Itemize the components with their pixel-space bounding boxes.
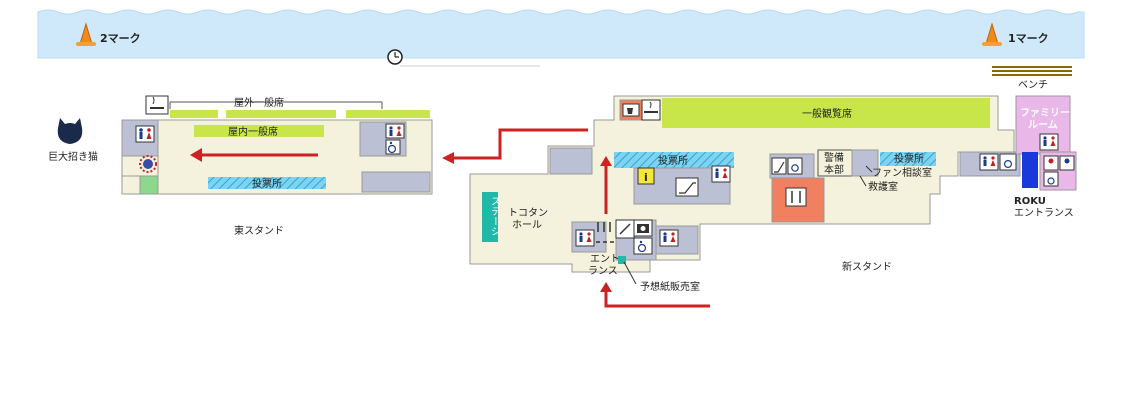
mark-2-label: 2マーク: [100, 32, 141, 45]
new-stand: 一般観覧席 ステージ トコタン ホール 投票所 i: [469, 95, 1077, 293]
cat-icon: [57, 118, 83, 144]
smoking-room: [145, 95, 169, 115]
nursing-icon: [1059, 155, 1075, 171]
first-aid-label: 救護室: [868, 180, 898, 193]
restroom-icon: [575, 229, 595, 247]
wheelchair-icon: [1043, 171, 1059, 187]
general-seats-label: 一般観覧席: [802, 107, 852, 120]
wheelchair-icon: [999, 153, 1017, 171]
restroom-icon: [1039, 133, 1059, 151]
restaurant-icon: [785, 187, 807, 207]
wheelchair-icon: [787, 157, 803, 175]
indoor-seats-label: 屋内一般席: [228, 125, 278, 138]
family-room-label-2: ルーム: [1028, 119, 1058, 131]
center-betting-label: 投票所: [658, 154, 688, 167]
restroom-icon: [135, 125, 155, 143]
escalator-icon: [675, 177, 699, 197]
cat-statue-marker-icon: [139, 155, 157, 173]
east-stand-name: 東スタンド: [234, 224, 284, 237]
mark-2: 2マーク: [76, 22, 141, 46]
outdoor-seats-label: 屋外一般席: [234, 96, 284, 109]
family-room-label-1: ファミリー: [1020, 107, 1070, 119]
east-betting-label: 投票所: [252, 177, 282, 190]
clock-icon: [387, 49, 403, 65]
tokotan-hall-label-1: トコタン: [508, 207, 548, 219]
roku-label-1: ROKU: [1014, 196, 1046, 207]
restroom-icon: [711, 165, 731, 183]
atm-icon: [615, 219, 635, 239]
restroom-icon: [385, 123, 405, 139]
newspaper-room-label: 予想紙販売室: [640, 280, 700, 293]
route-arrows: [190, 128, 710, 308]
roku-entrance-door: [1022, 152, 1038, 188]
giant-cat-label: 巨大招き猫: [48, 150, 98, 163]
mark-1-label: 1マーク: [1008, 32, 1049, 45]
fan-consult-label: ファン相談室: [872, 166, 932, 179]
security-label-2: 本部: [824, 163, 844, 176]
restroom-icon: [659, 229, 679, 247]
escalator-icon: [771, 157, 787, 175]
roku-label-2: エントランス: [1014, 207, 1074, 219]
coffee-icon: [622, 103, 640, 117]
baby-care-icon: [1043, 155, 1059, 171]
east-stand: 屋外一般席 屋内一般席 投票所: [121, 95, 433, 237]
new-stand-name: 新スタンド: [842, 260, 892, 273]
smoking-icon: [644, 101, 658, 113]
bench: ベンチ: [992, 66, 1072, 91]
wheelchair-icon: [385, 139, 401, 155]
entrance-label-1: エント: [590, 254, 620, 265]
info-label: i: [644, 171, 648, 184]
entrance-label-2: ランス: [588, 265, 618, 277]
entrance-door-marks: [596, 222, 614, 243]
giant-cat: 巨大招き猫: [48, 118, 98, 163]
bench-label: ベンチ: [1018, 79, 1048, 91]
tokotan-hall-label-2: ホール: [512, 219, 542, 231]
info-desk: [637, 167, 655, 185]
right-betting-label: 投票所: [894, 152, 924, 165]
stage-label: ステージ: [489, 196, 500, 236]
restroom-icon: [979, 153, 999, 171]
camera-icon: [633, 219, 653, 237]
security-label-1: 警備: [824, 151, 844, 164]
wheelchair-icon: [633, 237, 653, 255]
mark-1: 1マーク: [982, 22, 1049, 46]
water-area: [37, 9, 1085, 59]
smoking-icon: [150, 96, 164, 109]
